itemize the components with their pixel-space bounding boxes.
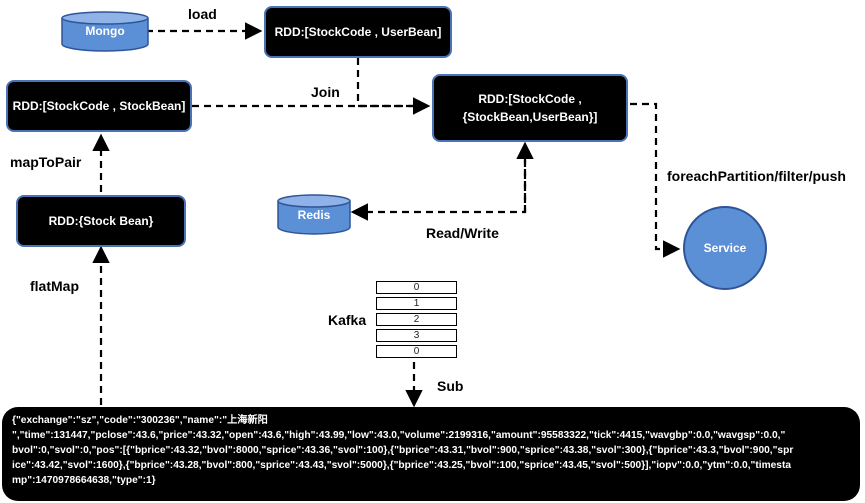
- rdd-stockbean-box: RDD:{Stock Bean}: [16, 195, 186, 247]
- readwrite-label: Read/Write: [426, 225, 499, 241]
- kafka-partition: 3: [376, 329, 457, 342]
- json-line: ","time":131447,"pclose":43.6,"price":43…: [12, 430, 786, 441]
- foreach-label: foreachPartition/filter/push: [667, 168, 846, 184]
- service-node: Service: [683, 206, 767, 290]
- rdd-joined-box: RDD:[StockCode , {StockBean,UserBean}]: [432, 74, 628, 142]
- kafka-label: Kafka: [328, 312, 367, 328]
- load-label: load: [188, 6, 217, 22]
- json-line: ice":43.42,"svol":1600},{"bprice":43.28,…: [12, 460, 792, 471]
- mongo-label: Mongo: [85, 24, 125, 38]
- rdd-userbean-box: RDD:[StockCode , UserBean]: [264, 6, 452, 58]
- rdd-userbean-label: RDD:[StockCode , UserBean]: [274, 25, 442, 39]
- redis-database-icon: [277, 194, 351, 235]
- rdd-stockbean-label: RDD:{Stock Bean}: [48, 214, 154, 228]
- edge-userbean-join: [356, 58, 424, 108]
- service-label: Service: [703, 241, 747, 255]
- kafka-partition: 2: [376, 313, 457, 326]
- kafka-partition: 0: [376, 281, 457, 294]
- rdd-stockbean-pair-box: RDD:[StockCode , StockBean]: [6, 80, 192, 132]
- sub-label: Sub: [437, 378, 464, 394]
- flatmap-label: flatMap: [30, 278, 79, 294]
- maptopair-label: mapToPair: [10, 154, 82, 170]
- kafka-partition: 1: [376, 297, 457, 310]
- rdd-joined-label-line2: {StockBean,UserBean}]: [462, 110, 598, 124]
- stock-json-message: {"exchange":"sz","code":"300236","name":…: [2, 407, 860, 501]
- join-label: Join: [311, 84, 340, 100]
- json-line: mp":1470978664638,"type":1}: [12, 475, 156, 486]
- edge-readwrite: [350, 148, 527, 221]
- rdd-stockbean-pair-label: RDD:[StockCode , StockBean]: [12, 99, 186, 113]
- edge-foreach: [630, 102, 681, 258]
- mongo-database-icon: [61, 11, 149, 52]
- rdd-joined-label-line1: RDD:[StockCode ,: [478, 92, 582, 106]
- redis-label: Redis: [297, 208, 331, 222]
- json-line: {"exchange":"sz","code":"300236","name":…: [12, 415, 268, 426]
- json-line: bvol":0,"svol":0,"pos":[{"bprice":43.32,…: [12, 445, 794, 456]
- kafka-partition: 0: [376, 345, 457, 358]
